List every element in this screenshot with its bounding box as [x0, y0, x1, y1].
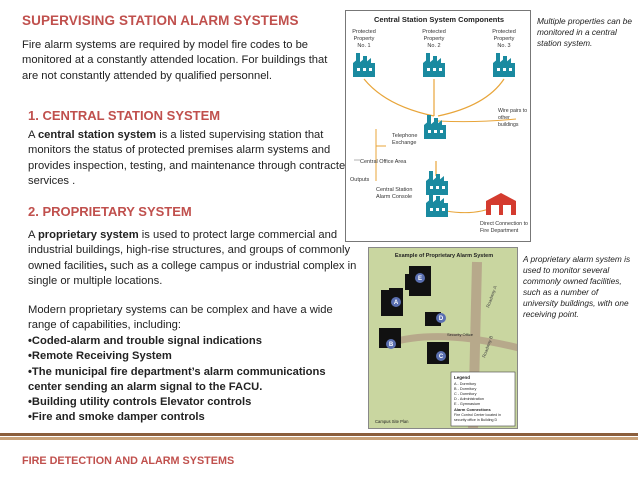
- caption-line: monitored in a central: [537, 27, 617, 37]
- svg-text:B: B: [389, 342, 394, 348]
- factory-icon: [353, 53, 375, 77]
- property-2-label: Protected: [422, 29, 446, 35]
- central-office-label: Central Office Area: [360, 159, 407, 165]
- security-office-label: Security Office: [447, 332, 474, 337]
- factory-icon: [423, 53, 445, 77]
- proprietary-body-1: is used to protect large commercial and …: [28, 229, 351, 272]
- legend-item: C - Dormitory: [454, 392, 477, 396]
- building-a-marker: [391, 297, 401, 307]
- central-station-diagram: Central Station System Components Protec…: [345, 10, 531, 242]
- capabilities-list: •Coded-alarm and trouble signal indicati…: [28, 334, 348, 426]
- alarm-console-label: Alarm Console: [376, 194, 412, 200]
- caption-line: commonly owned facilities,: [523, 276, 622, 286]
- building-d-marker: [436, 313, 446, 323]
- exchange-icon: [424, 115, 446, 139]
- legend-item: E - Gymnasium: [454, 402, 480, 406]
- property-1-label: Protected: [352, 29, 376, 35]
- capability-item: •Remote Receiving System: [28, 350, 172, 363]
- campus-site-plan-label: Campus Site Plan: [375, 419, 409, 424]
- proprietary-comma: ,: [103, 259, 107, 272]
- proprietary-paragraph: A proprietary system is used to protect …: [28, 228, 360, 289]
- building-b-marker: [386, 339, 396, 349]
- fire-department-icon: [486, 193, 516, 215]
- proprietary-lead: A: [28, 229, 38, 241]
- footer-title: FIRE DETECTION AND ALARM SYSTEMS: [22, 455, 235, 467]
- caption-line: receiving point.: [523, 309, 579, 319]
- central-body: is a listed supervising station that mon…: [28, 129, 352, 187]
- capability-item: •Coded-alarm and trouble signal indicati…: [28, 335, 262, 347]
- capability-item: •Fire and smoke damper controls: [28, 411, 205, 424]
- property-2-label: Property: [424, 36, 445, 42]
- central-station-caption: Multiple properties can be monitored in …: [537, 16, 637, 49]
- property-3-label: Protected: [492, 29, 516, 35]
- proprietary-term: proprietary system: [37, 229, 139, 241]
- outputs-label: Outputs: [350, 177, 370, 183]
- svg-text:E: E: [418, 276, 422, 282]
- legend-item: D - Administration: [454, 397, 484, 401]
- caption-line: university buildings, with one: [523, 298, 629, 308]
- telephone-exchange-label: Exchange: [392, 140, 416, 146]
- property-1-label: Property: [354, 36, 375, 42]
- proprietary-caption: A proprietary alarm system is used to mo…: [523, 254, 635, 320]
- legend-title: Legend: [454, 375, 470, 380]
- intro-paragraph: Fire alarm systems are required by model…: [22, 39, 328, 82]
- footer-divider-accent: [0, 437, 638, 440]
- caption-line: such as a number of: [523, 287, 599, 297]
- legend-item: B - Dormitory: [454, 387, 476, 391]
- alarm-connections-text: security office in Building D: [454, 418, 497, 422]
- svg-text:A: A: [394, 300, 399, 306]
- alarm-console-label: Central Station: [376, 187, 412, 193]
- alarm-connections-text: Fire Control Center located in: [454, 413, 501, 417]
- central-station-icon: [426, 171, 448, 195]
- property-1-label: No. 1: [357, 43, 370, 49]
- slide-title: SUPERVISING STATION ALARM SYSTEMS: [22, 13, 299, 28]
- alarm-connections-title: Alarm Connections: [454, 407, 491, 412]
- wire-pairs-label: buildings: [498, 122, 519, 128]
- map-title: Example of Proprietary Alarm System: [395, 253, 493, 259]
- property-3-label: No. 3: [497, 43, 510, 49]
- proprietary-system-heading: 2. PROPRIETARY SYSTEM: [28, 204, 192, 219]
- building-c-marker: [436, 351, 446, 361]
- diagram-title: Central Station System Components: [374, 15, 504, 24]
- fire-department-label: Direct Connection to: [480, 221, 528, 227]
- central-lead: A: [28, 129, 38, 141]
- caption-line: Multiple properties can be: [537, 16, 633, 26]
- caption-line: used to monitor several: [523, 265, 610, 275]
- svg-text:D: D: [439, 316, 444, 322]
- wire-pairs-label: Wire pairs to: [498, 108, 527, 114]
- building-e-marker: [415, 273, 425, 283]
- property-2-label: No. 2: [427, 43, 440, 49]
- central-station-heading: 1. CENTRAL STATION SYSTEM: [28, 108, 221, 123]
- telephone-exchange-label: Telephone: [392, 133, 417, 139]
- legend-item: A - Dormitory: [454, 382, 476, 386]
- fire-department-label: Fire Department: [480, 228, 519, 234]
- svg-text:C: C: [439, 354, 444, 360]
- proprietary-body-2: such as a college campus or industrial c…: [28, 259, 357, 287]
- capability-item: •The municipal fire department’s alarm c…: [28, 365, 326, 393]
- caption-line: station system.: [537, 38, 593, 48]
- central-term: central station system: [37, 129, 157, 141]
- capability-item: •Building utility controls Elevator cont…: [28, 396, 252, 409]
- footer-divider: [0, 433, 638, 436]
- central-station-paragraph: A central station system is a listed sup…: [28, 128, 360, 189]
- modern-capabilities-paragraph: Modern proprietary systems can be comple…: [28, 304, 333, 332]
- property-3-label: Property: [494, 36, 515, 42]
- proprietary-system-map: Example of Proprietary Alarm System Road…: [368, 247, 518, 429]
- central-station-icon: [426, 193, 448, 217]
- factory-icon: [493, 53, 515, 77]
- caption-line: A proprietary alarm system is: [523, 254, 631, 264]
- wire-pairs-label: other: [498, 115, 510, 121]
